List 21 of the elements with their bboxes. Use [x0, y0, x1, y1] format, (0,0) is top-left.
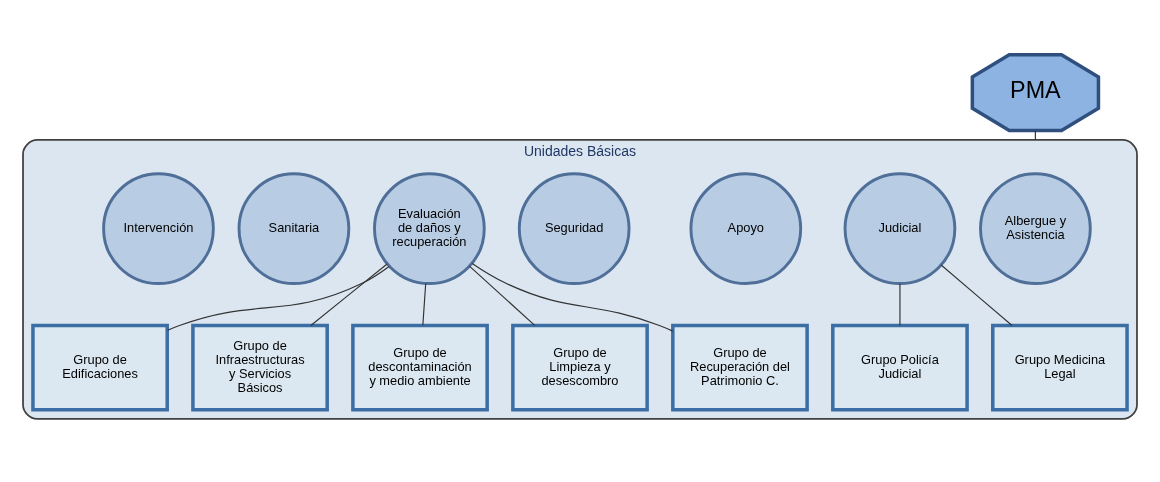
- node-box: Grupo Medicina Legal: [991, 323, 1129, 411]
- connector: [899, 282, 901, 326]
- node-circle: Albergue y Asistencia: [979, 171, 1092, 285]
- connector: [310, 262, 388, 326]
- node-box: Grupo de Recuperación del Patrimonio C.: [671, 323, 809, 411]
- node-box: Grupo Policía Judicial: [831, 323, 969, 411]
- connector: [422, 282, 427, 326]
- node-box: Grupo de descontaminación y medio ambiente: [351, 323, 489, 411]
- node-circle: Apoyo: [689, 171, 803, 285]
- node-circle: Seguridad: [517, 171, 631, 285]
- node-box: Grupo de Edificaciones: [31, 323, 169, 411]
- node-circle: Intervención: [102, 171, 215, 285]
- connector: [940, 263, 1013, 326]
- connector: [471, 262, 674, 332]
- node-circle: Sanitaria: [237, 171, 351, 285]
- node-circle: Evaluación de daños y recuperación: [373, 171, 486, 285]
- node-box: Grupo de Infraestructuras y Servicios Básicos: [191, 323, 329, 411]
- connector: [167, 265, 390, 331]
- node-box: Grupo de Limpieza y desescombro: [511, 323, 649, 411]
- connector: [469, 265, 536, 326]
- node-circle: Judicial: [843, 171, 957, 285]
